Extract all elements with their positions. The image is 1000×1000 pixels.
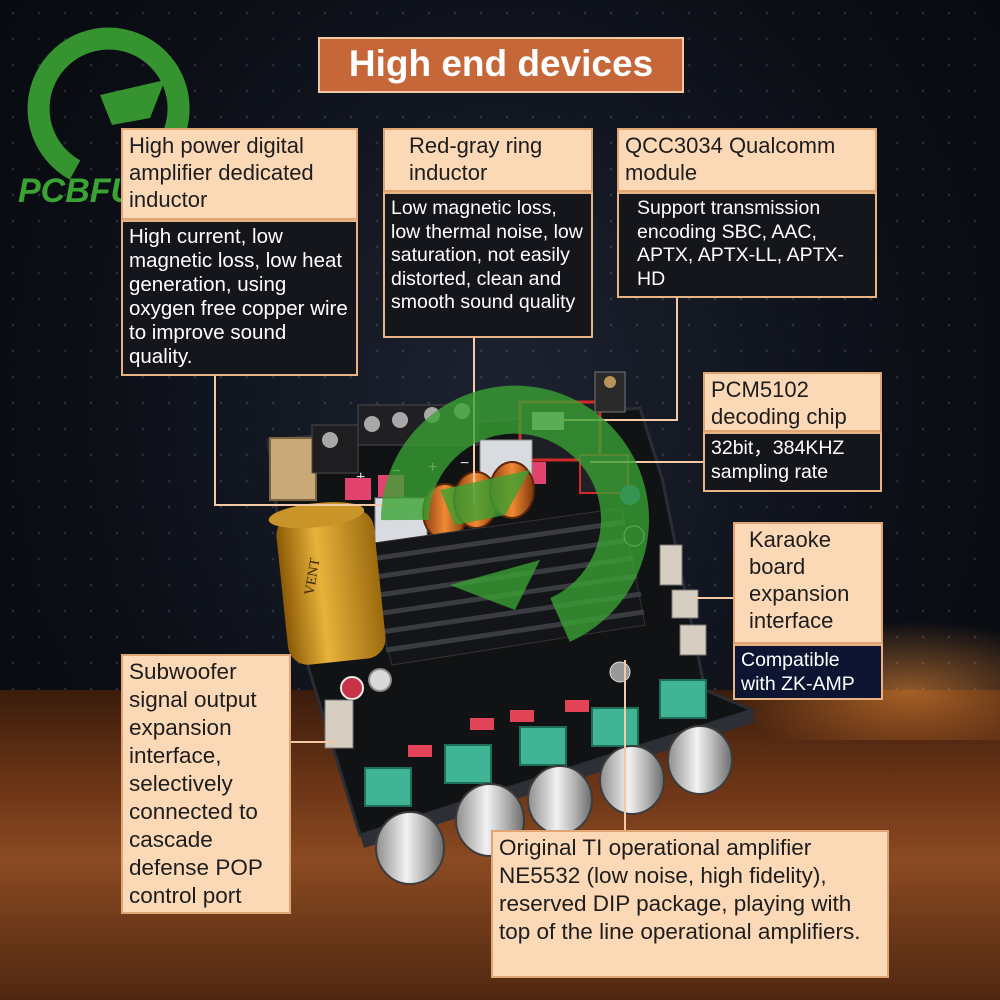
ring-inductor-title: Red-gray ring inductor: [383, 128, 593, 192]
page-title: High end devices: [318, 37, 684, 93]
karaoke-interface-title: Karaoke board expansion interface: [733, 522, 883, 644]
electrolytic-capacitor: VENT: [268, 502, 386, 665]
capacitor-label: VENT: [302, 557, 323, 597]
karaoke-connector: [679, 624, 707, 656]
qcc-module-description: Support transmission encoding SBC, AAC, …: [617, 192, 877, 298]
watermark-logo: [380, 385, 649, 642]
opamp-description: Original TI operational amplifier NE5532…: [491, 830, 889, 978]
pcm-chip-title: PCM5102 decoding chip: [703, 372, 882, 432]
subwoofer-interface-title: Subwoofer signal output expansion interf…: [121, 654, 291, 914]
inductor-title: High power digital amplifier dedicated i…: [121, 128, 358, 220]
ring-inductor-description: Low magnetic loss, low thermal noise, lo…: [383, 192, 593, 338]
karaoke-interface-description: Compatible with ZK-AMP: [733, 644, 883, 700]
inductor-description: High current, low magnetic loss, low hea…: [121, 220, 358, 376]
karaoke-connector: [671, 589, 699, 619]
terminal-sign: +: [356, 469, 365, 486]
pcm-chip-description: 32bit，384KHZ sampling rate: [703, 432, 882, 492]
karaoke-connector: [659, 544, 683, 586]
dc-jack: [269, 437, 317, 501]
audio-jack: [594, 371, 626, 413]
subwoofer-connector: [324, 699, 354, 749]
pcbfun-logo-icon: [27, 27, 190, 180]
volume-knobs: [375, 725, 733, 885]
qcc-module-title: QCC3034 Qualcomm module: [617, 128, 877, 192]
terminal-sign: −: [460, 455, 469, 472]
